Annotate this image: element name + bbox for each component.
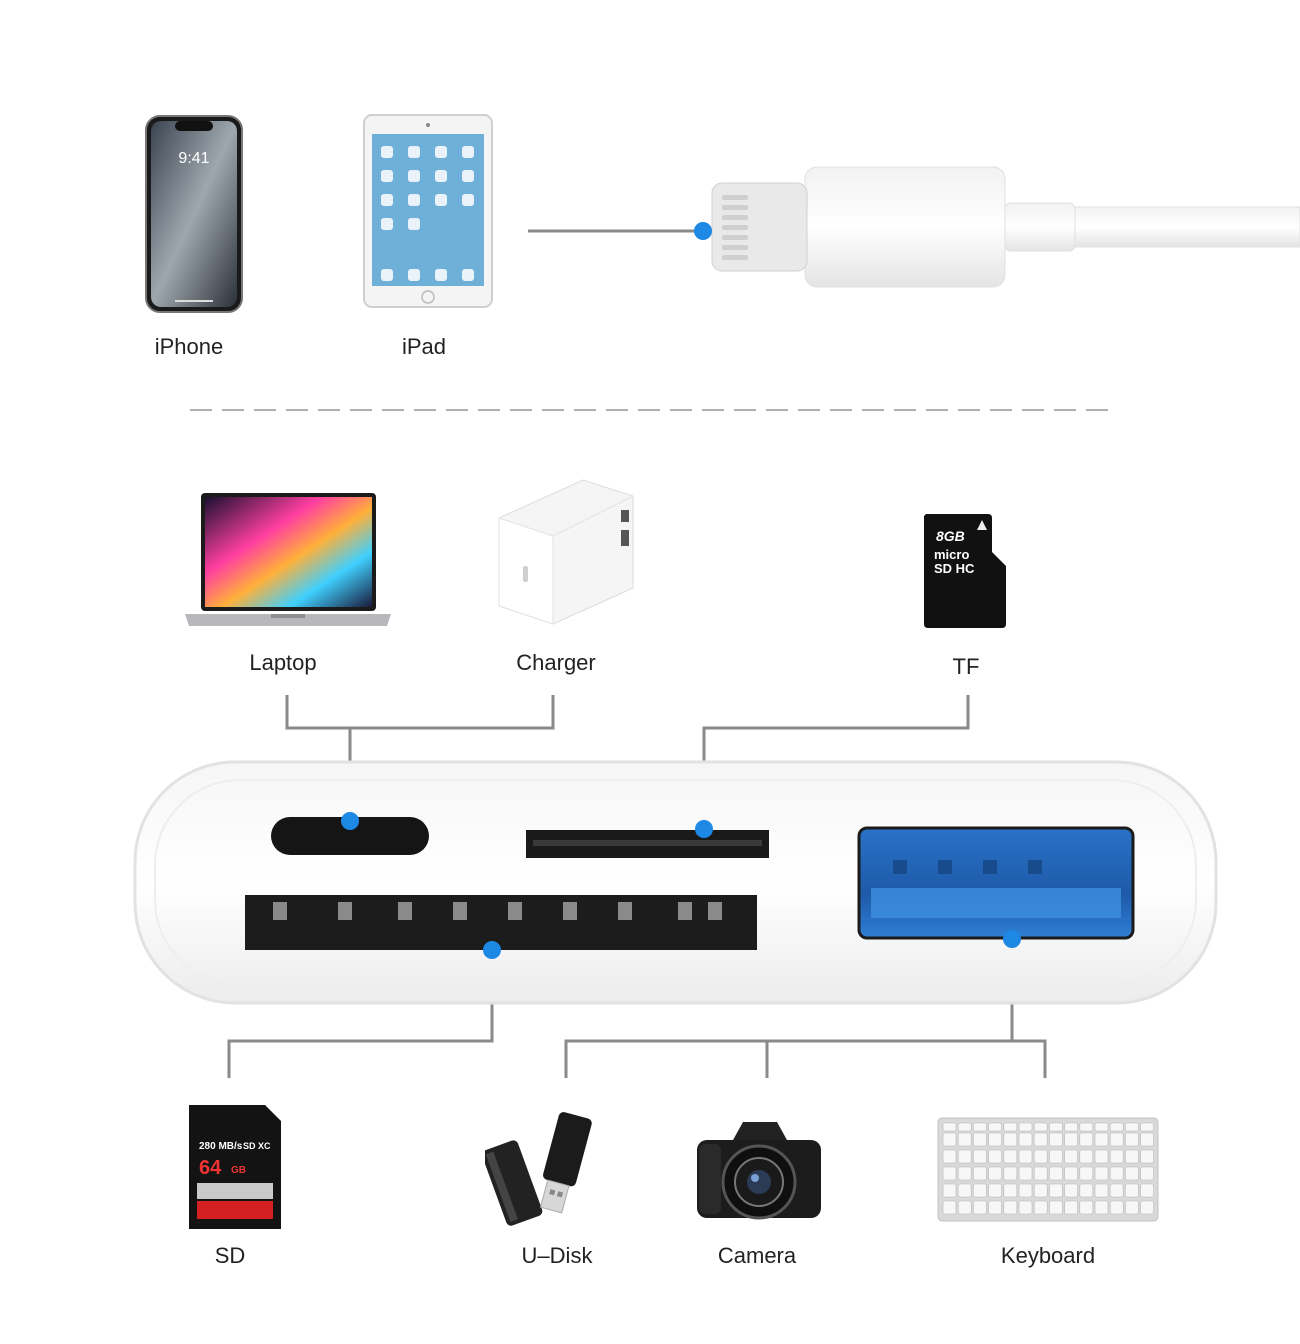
- usbc-port-dot: [341, 812, 359, 830]
- sd-card-icon: 280 MB/s 64 GB SD XC: [187, 1103, 283, 1231]
- sd-capacity: 64: [199, 1157, 222, 1179]
- tf-capacity: 8GB: [936, 528, 965, 544]
- keyboard-label: Keyboard: [1000, 1243, 1096, 1268]
- tf-slot-dot: [695, 820, 713, 838]
- sd-format: SD XC: [243, 1141, 271, 1151]
- microsd-card-icon: 8GB micro SD HC: [922, 512, 1008, 630]
- udisk-label: U–Disk: [521, 1243, 593, 1268]
- ipad-label: iPad: [401, 334, 447, 359]
- keyboard-icon: [937, 1117, 1159, 1222]
- laptop-icon: [183, 492, 393, 630]
- card-reader-adapter-icon: [133, 760, 1218, 1005]
- lightning-connector-icon: [700, 165, 1300, 290]
- sd-unit: GB: [231, 1165, 246, 1176]
- laptop-label: Laptop: [249, 650, 317, 675]
- sd-speed: 280 MB/s: [199, 1141, 243, 1152]
- iphone-icon: 9:41: [145, 115, 243, 313]
- charger-icon: [493, 478, 638, 626]
- iphone-label: iPhone: [154, 334, 224, 359]
- lightning-dot: [694, 222, 712, 240]
- tf-label: TF: [952, 654, 980, 679]
- tf-brand: micro SD HC: [934, 547, 975, 576]
- sd-label: SD: [214, 1243, 246, 1268]
- camera-label: Camera: [717, 1243, 797, 1268]
- ipad-icon: [363, 114, 493, 308]
- charger-label: Charger: [516, 650, 596, 675]
- camera-icon: [695, 1118, 825, 1223]
- usb-drive-icon: [482, 1112, 595, 1227]
- usb-port-dot: [1003, 930, 1021, 948]
- svg-text:9:41: 9:41: [178, 150, 209, 167]
- sd-slot-dot: [483, 941, 501, 959]
